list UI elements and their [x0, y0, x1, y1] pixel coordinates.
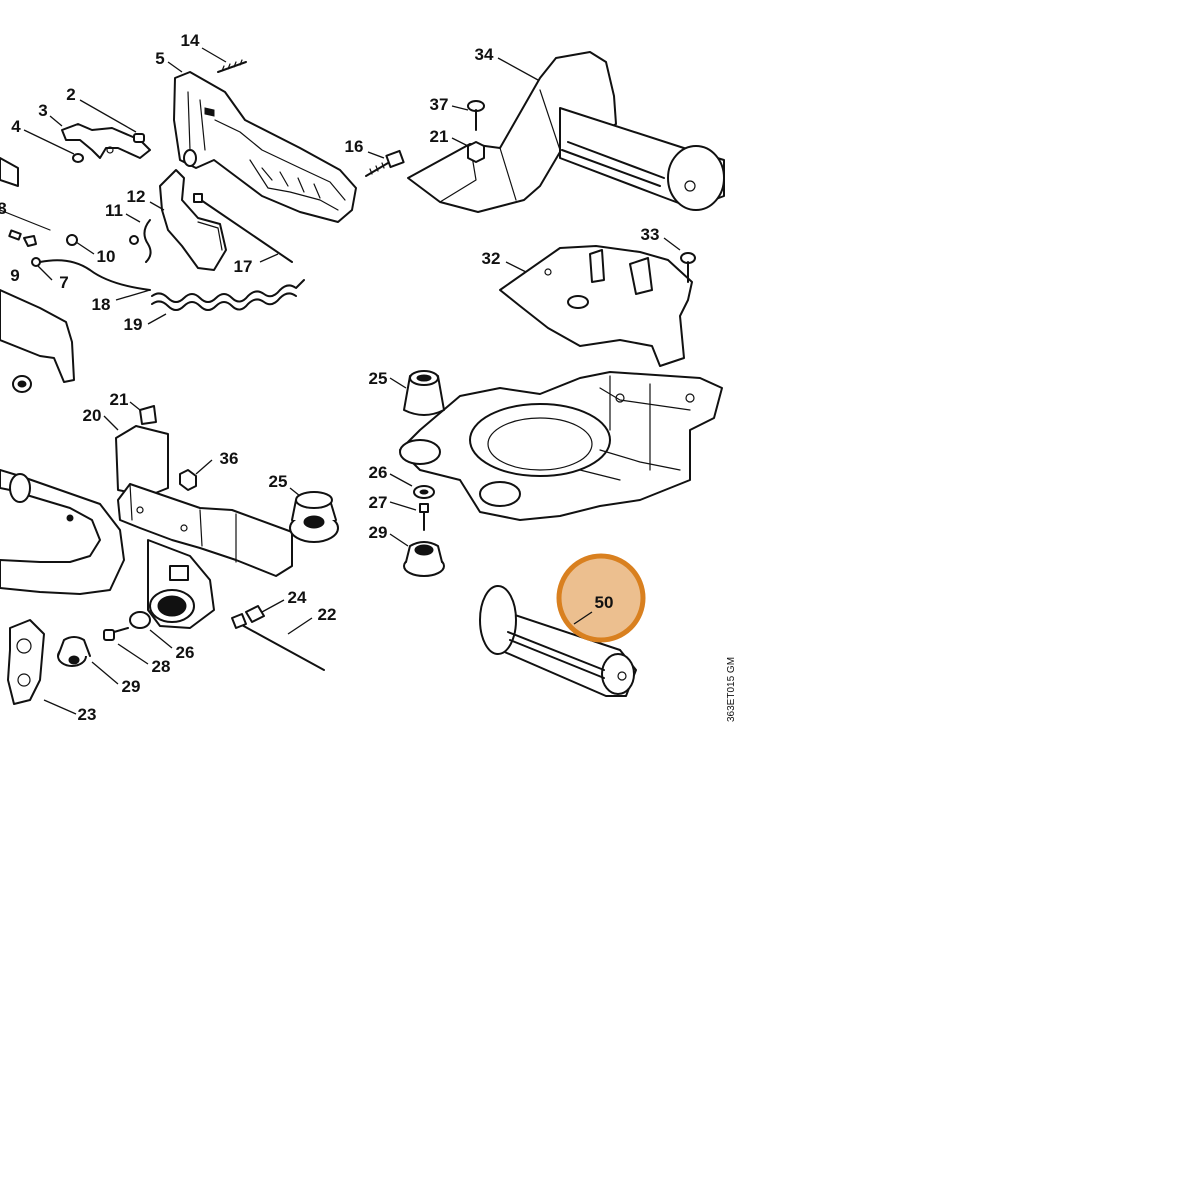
- screw-part-33: [680, 252, 696, 283]
- part-label-5: 5: [155, 49, 164, 68]
- coiled-cable-part-19: [151, 279, 305, 311]
- part-label-17: 17: [234, 257, 253, 276]
- rubber-buffer-part-25-upper: [403, 370, 445, 416]
- part-label-8: 8: [0, 199, 7, 218]
- highlight-ring: [556, 553, 646, 643]
- loop-handle: [0, 469, 125, 595]
- rear-handle-housing-part-5: [173, 71, 357, 223]
- part-label-18: 18: [92, 295, 111, 314]
- part-label-25-upper: 25: [369, 369, 388, 388]
- throttle-trigger-part-12: [159, 169, 227, 271]
- switch-part-23: [7, 619, 45, 705]
- part-label-50-highlighted[interactable]: 50: [595, 593, 614, 612]
- part-label-23: 23: [78, 705, 97, 724]
- part-label-20: 20: [83, 406, 102, 425]
- rubber-buffer-part-25-lower: [289, 491, 339, 543]
- part-label-34: 34: [475, 45, 494, 64]
- part-label-33: 33: [641, 225, 660, 244]
- screw-part-16: [365, 149, 405, 177]
- part-label-27: 27: [369, 493, 388, 512]
- part-label-14: 14: [181, 31, 200, 50]
- part-label-10: 10: [97, 247, 116, 266]
- part-label-25-lower: 25: [269, 472, 288, 491]
- part-labels: 14 5 2 3 4 12 11 8 10 9 7 17 16 18 19 34…: [0, 31, 659, 724]
- trigger-lever-part-3: [61, 123, 151, 159]
- part-label-4: 4: [11, 117, 21, 136]
- part-label-7: 7: [59, 273, 68, 292]
- part-label-37: 37: [430, 95, 449, 114]
- mount-parts-28-29-26: [57, 611, 151, 667]
- part-label-28: 28: [152, 657, 171, 676]
- part-label-3: 3: [38, 101, 47, 120]
- part-label-9: 9: [10, 266, 19, 285]
- cover-plate-part-32: [499, 245, 693, 367]
- part-label-21-lower: 21: [110, 390, 129, 409]
- washer-screw-buffer-26-27-29: [403, 485, 445, 577]
- gear-housing: [399, 371, 723, 521]
- cable-part-22-24: [231, 605, 325, 671]
- part-label-11: 11: [105, 201, 123, 220]
- part-label-36: 36: [220, 449, 239, 468]
- wires-part-17-18: [39, 193, 293, 291]
- spring-part-11: [143, 219, 152, 263]
- front-handle-part-34: [407, 51, 725, 213]
- part-label-21-upper: 21: [430, 127, 449, 146]
- small-parts-8-10-7: [8, 229, 139, 267]
- small-parts-2-4: [72, 133, 145, 163]
- part-label-26-lower: 26: [176, 643, 195, 662]
- leader-lines: [23, 47, 681, 715]
- grip-part-50: [479, 585, 637, 697]
- part-label-22: 22: [318, 605, 337, 624]
- small-parts-21-36: [139, 405, 197, 491]
- drawing-code: 363ET015 GM: [726, 657, 737, 722]
- part-label-29-upper: 29: [369, 523, 388, 542]
- part-label-12: 12: [127, 187, 146, 206]
- part-label-19: 19: [124, 315, 143, 334]
- handle-bracket-lower: [147, 539, 215, 629]
- screw-part-14: [217, 59, 247, 73]
- part-label-2: 2: [66, 85, 75, 104]
- part-label-26-upper: 26: [369, 463, 388, 482]
- part-label-29-lower: 29: [122, 677, 141, 696]
- part-label-16: 16: [345, 137, 364, 156]
- part-label-24: 24: [288, 588, 307, 607]
- handle-clamp-part-20: [115, 425, 293, 577]
- part-label-32: 32: [482, 249, 501, 268]
- handle-tube-left: [0, 157, 75, 393]
- screw-and-sleeve-37-21: [467, 100, 485, 163]
